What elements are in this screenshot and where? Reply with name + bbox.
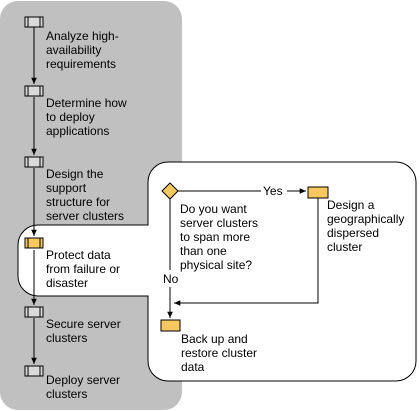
detail-callout: [17, 161, 417, 382]
detail-connectors: [167, 188, 319, 318]
no-target-node[interactable]: [160, 319, 181, 332]
yes-label: Yes: [263, 184, 283, 198]
yes-target-label: Design a geographically dispersed cluste…: [327, 198, 408, 254]
decision-question: Do you want server clusters to span more…: [180, 202, 261, 272]
step-node-6[interactable]: [24, 365, 44, 377]
step-label-4: Protect data from failure or disaster: [46, 248, 123, 290]
step-label-6: Deploy server clusters: [46, 373, 123, 401]
step-node-4-active[interactable]: [24, 237, 44, 249]
step-label-1: Analyze high- availability requirements: [46, 29, 122, 71]
step-label-2: Determine how to deploy applications: [46, 96, 130, 138]
no-label: No: [163, 272, 179, 286]
step-label-5: Secure server clusters: [46, 317, 124, 345]
step-node-5[interactable]: [24, 306, 44, 318]
no-target-label: Back up and restore cluster data: [181, 332, 260, 374]
main-flow-panel: [0, 1, 182, 410]
step-node-1[interactable]: [24, 16, 44, 28]
step-node-2[interactable]: [24, 85, 44, 97]
yes-target-node[interactable]: [307, 186, 329, 199]
step-label-3: Design the support structure for server …: [46, 167, 124, 223]
step-node-3[interactable]: [24, 156, 44, 168]
